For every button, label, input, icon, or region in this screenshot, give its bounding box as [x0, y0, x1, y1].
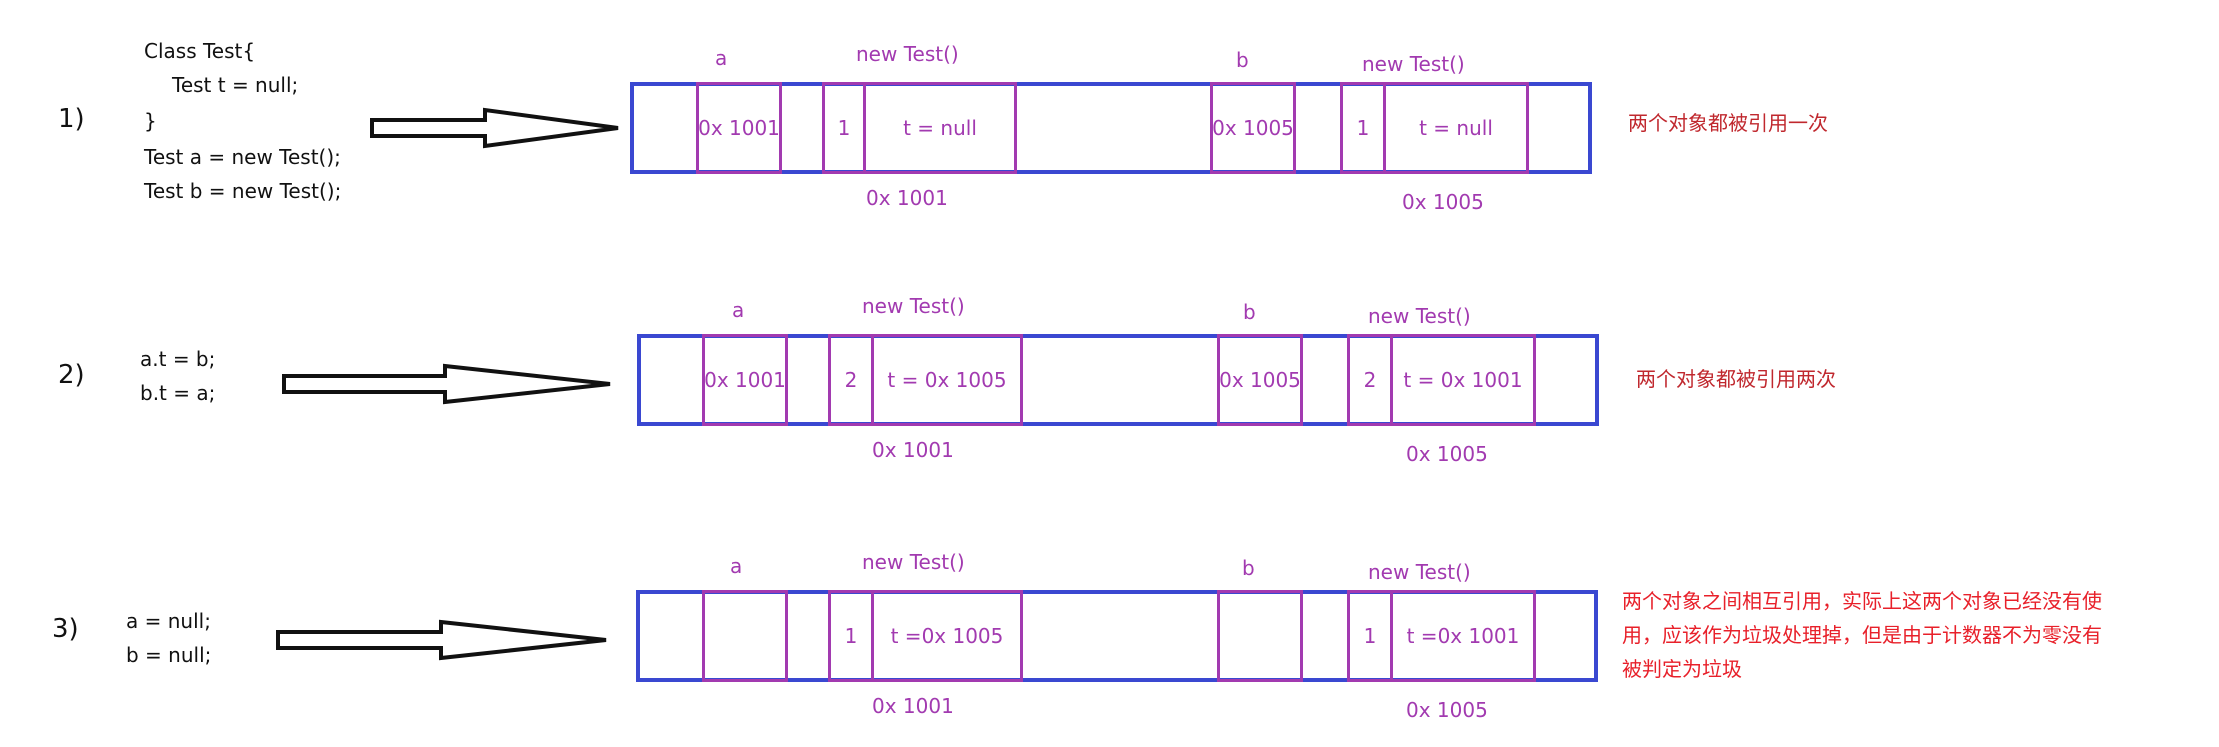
code-line: a = null;	[126, 609, 211, 633]
object-2-label: new Test()	[1368, 560, 1471, 584]
right-arrow-icon	[276, 619, 607, 661]
variable-b-label: b	[1236, 48, 1249, 72]
reference-count: 1	[837, 116, 851, 140]
row-number: 1)	[58, 104, 85, 134]
object-1-field: t = 0x 1005	[871, 334, 1023, 426]
object-1-address: 0x 1001	[866, 186, 948, 210]
variable-b-cell	[1217, 590, 1303, 682]
variable-a-label: a	[730, 554, 743, 578]
object-2-label: new Test()	[1362, 52, 1465, 76]
reference-count: 1	[844, 624, 858, 648]
object-2-counter: 1	[1347, 590, 1393, 682]
variable-a-value: 0x 1001	[704, 368, 786, 392]
code-line: a.t = b;	[140, 347, 216, 371]
field-t-value: t = null	[1419, 116, 1493, 140]
object-2-field: t =0x 1001	[1390, 590, 1536, 682]
field-t-value: t = 0x 1005	[887, 368, 1007, 392]
reference-count: 1	[1363, 624, 1377, 648]
object-2-address: 0x 1005	[1402, 190, 1484, 214]
reference-count: 2	[1363, 368, 1377, 392]
object-2-address: 0x 1005	[1406, 698, 1488, 722]
object-1-field: t = null	[863, 82, 1017, 174]
memory-strip	[637, 334, 1599, 426]
object-1-label: new Test()	[856, 42, 959, 66]
code-line: }	[144, 109, 157, 133]
variable-a-value: 0x 1001	[698, 116, 780, 140]
object-2-counter: 1	[1340, 82, 1386, 174]
object-1-field: t =0x 1005	[871, 590, 1023, 682]
right-arrow-icon	[282, 363, 611, 405]
object-1-label: new Test()	[862, 550, 965, 574]
right-arrow-icon	[370, 107, 619, 149]
variable-b-value: 0x 1005	[1219, 368, 1301, 392]
note-line: 用，应该作为垃圾处理掉，但是由于计数器不为零没有	[1622, 623, 2102, 647]
object-1-address: 0x 1001	[872, 694, 954, 718]
note-line: 两个对象之间相互引用，实际上这两个对象已经没有使	[1622, 589, 2102, 613]
memory-strip	[636, 590, 1598, 682]
variable-b-label: b	[1243, 300, 1256, 324]
variable-a-label: a	[715, 46, 728, 70]
code-line: b = null;	[126, 643, 212, 667]
variable-b-label: b	[1242, 556, 1255, 580]
reference-count: 1	[1356, 116, 1370, 140]
object-2-address: 0x 1005	[1406, 442, 1488, 466]
code-line: b.t = a;	[140, 381, 216, 405]
code-line: Test b = new Test();	[144, 179, 342, 203]
note-line: 被判定为垃圾	[1622, 657, 1742, 681]
variable-b-cell: 0x 1005	[1217, 334, 1303, 426]
memory-strip	[630, 82, 1592, 174]
field-t-value: t = null	[903, 116, 977, 140]
code-line: Class Test{	[144, 39, 256, 63]
code-line: Test t = null;	[172, 73, 299, 97]
field-t-value: t =0x 1001	[1406, 624, 1520, 648]
note-line: 两个对象都被引用一次	[1628, 111, 1828, 135]
object-2-field: t = null	[1383, 82, 1529, 174]
object-1-label: new Test()	[862, 294, 965, 318]
object-1-counter: 1	[822, 82, 866, 174]
reference-count: 2	[844, 368, 858, 392]
object-2-field: t = 0x 1001	[1390, 334, 1536, 426]
object-2-counter: 2	[1347, 334, 1393, 426]
variable-b-cell: 0x 1005	[1210, 82, 1296, 174]
field-t-value: t =0x 1005	[890, 624, 1004, 648]
variable-a-cell: 0x 1001	[696, 82, 782, 174]
row-number: 3)	[52, 614, 79, 644]
code-line: Test a = new Test();	[144, 145, 341, 169]
field-t-value: t = 0x 1001	[1403, 368, 1523, 392]
object-2-label: new Test()	[1368, 304, 1471, 328]
object-1-counter: 1	[828, 590, 874, 682]
row-number: 2)	[58, 360, 85, 390]
note-line: 两个对象都被引用两次	[1636, 367, 1836, 391]
object-1-address: 0x 1001	[872, 438, 954, 462]
variable-a-cell: 0x 1001	[702, 334, 788, 426]
variable-a-cell	[702, 590, 788, 682]
variable-b-value: 0x 1005	[1212, 116, 1294, 140]
variable-a-label: a	[732, 298, 745, 322]
object-1-counter: 2	[828, 334, 874, 426]
